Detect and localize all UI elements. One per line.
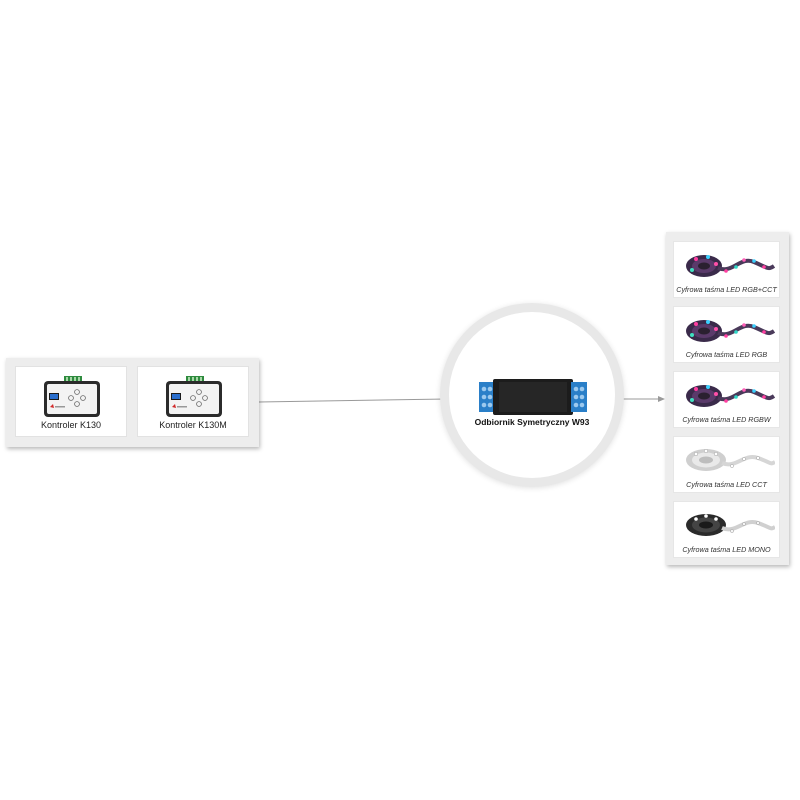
- controller-device-icon: [166, 376, 222, 417]
- strip-card-cct[interactable]: Cyfrowa taśma LED CCT: [673, 436, 780, 493]
- receiver-device-icon: [479, 379, 587, 415]
- strip-label: Cyfrowa taśma LED MONO: [682, 545, 771, 554]
- strip-label: Cyfrowa taśma LED RGB+CCT: [676, 285, 777, 294]
- strip-card-rgb-cct[interactable]: Cyfrowa taśma LED RGB+CCT: [673, 241, 780, 298]
- strip-label: Cyfrowa taśma LED RGB: [685, 350, 768, 359]
- controller-device-icon: [44, 376, 100, 417]
- led-strip-rgb-icon: [686, 385, 775, 407]
- strip-label: Cyfrowa taśma LED RGBW: [682, 415, 771, 424]
- led-strip-dark-icon: [686, 514, 775, 536]
- strip-label: Cyfrowa taśma LED CCT: [686, 480, 767, 489]
- strip-card-mono[interactable]: Cyfrowa taśma LED MONO: [673, 501, 780, 558]
- controller-card-k130[interactable]: Kontroler K130: [15, 366, 127, 437]
- controller-label: Kontroler K130: [40, 420, 102, 430]
- strip-card-rgb[interactable]: Cyfrowa taśma LED RGB: [673, 306, 780, 363]
- receiver-node[interactable]: Odbiornik Symetryczny W93: [449, 312, 615, 478]
- receiver-label: Odbiornik Symetryczny W93: [474, 417, 590, 427]
- controllers-group: Kontroler K130 Kontroler K130M: [6, 358, 259, 447]
- strip-card-rgbw[interactable]: Cyfrowa taśma LED RGBW: [673, 371, 780, 428]
- led-strip-white-icon: [686, 448, 775, 471]
- led-strip-rgb-icon: [686, 255, 775, 277]
- controller-label: Kontroler K130M: [159, 420, 227, 430]
- connector-controllers-to-receiver: [258, 396, 448, 403]
- led-strips-panel: Cyfrowa taśma LED RGB+CCT Cyfrowa taśma …: [666, 232, 789, 565]
- controller-card-k130m[interactable]: Kontroler K130M: [137, 366, 249, 437]
- led-strip-rgb-icon: [686, 320, 775, 342]
